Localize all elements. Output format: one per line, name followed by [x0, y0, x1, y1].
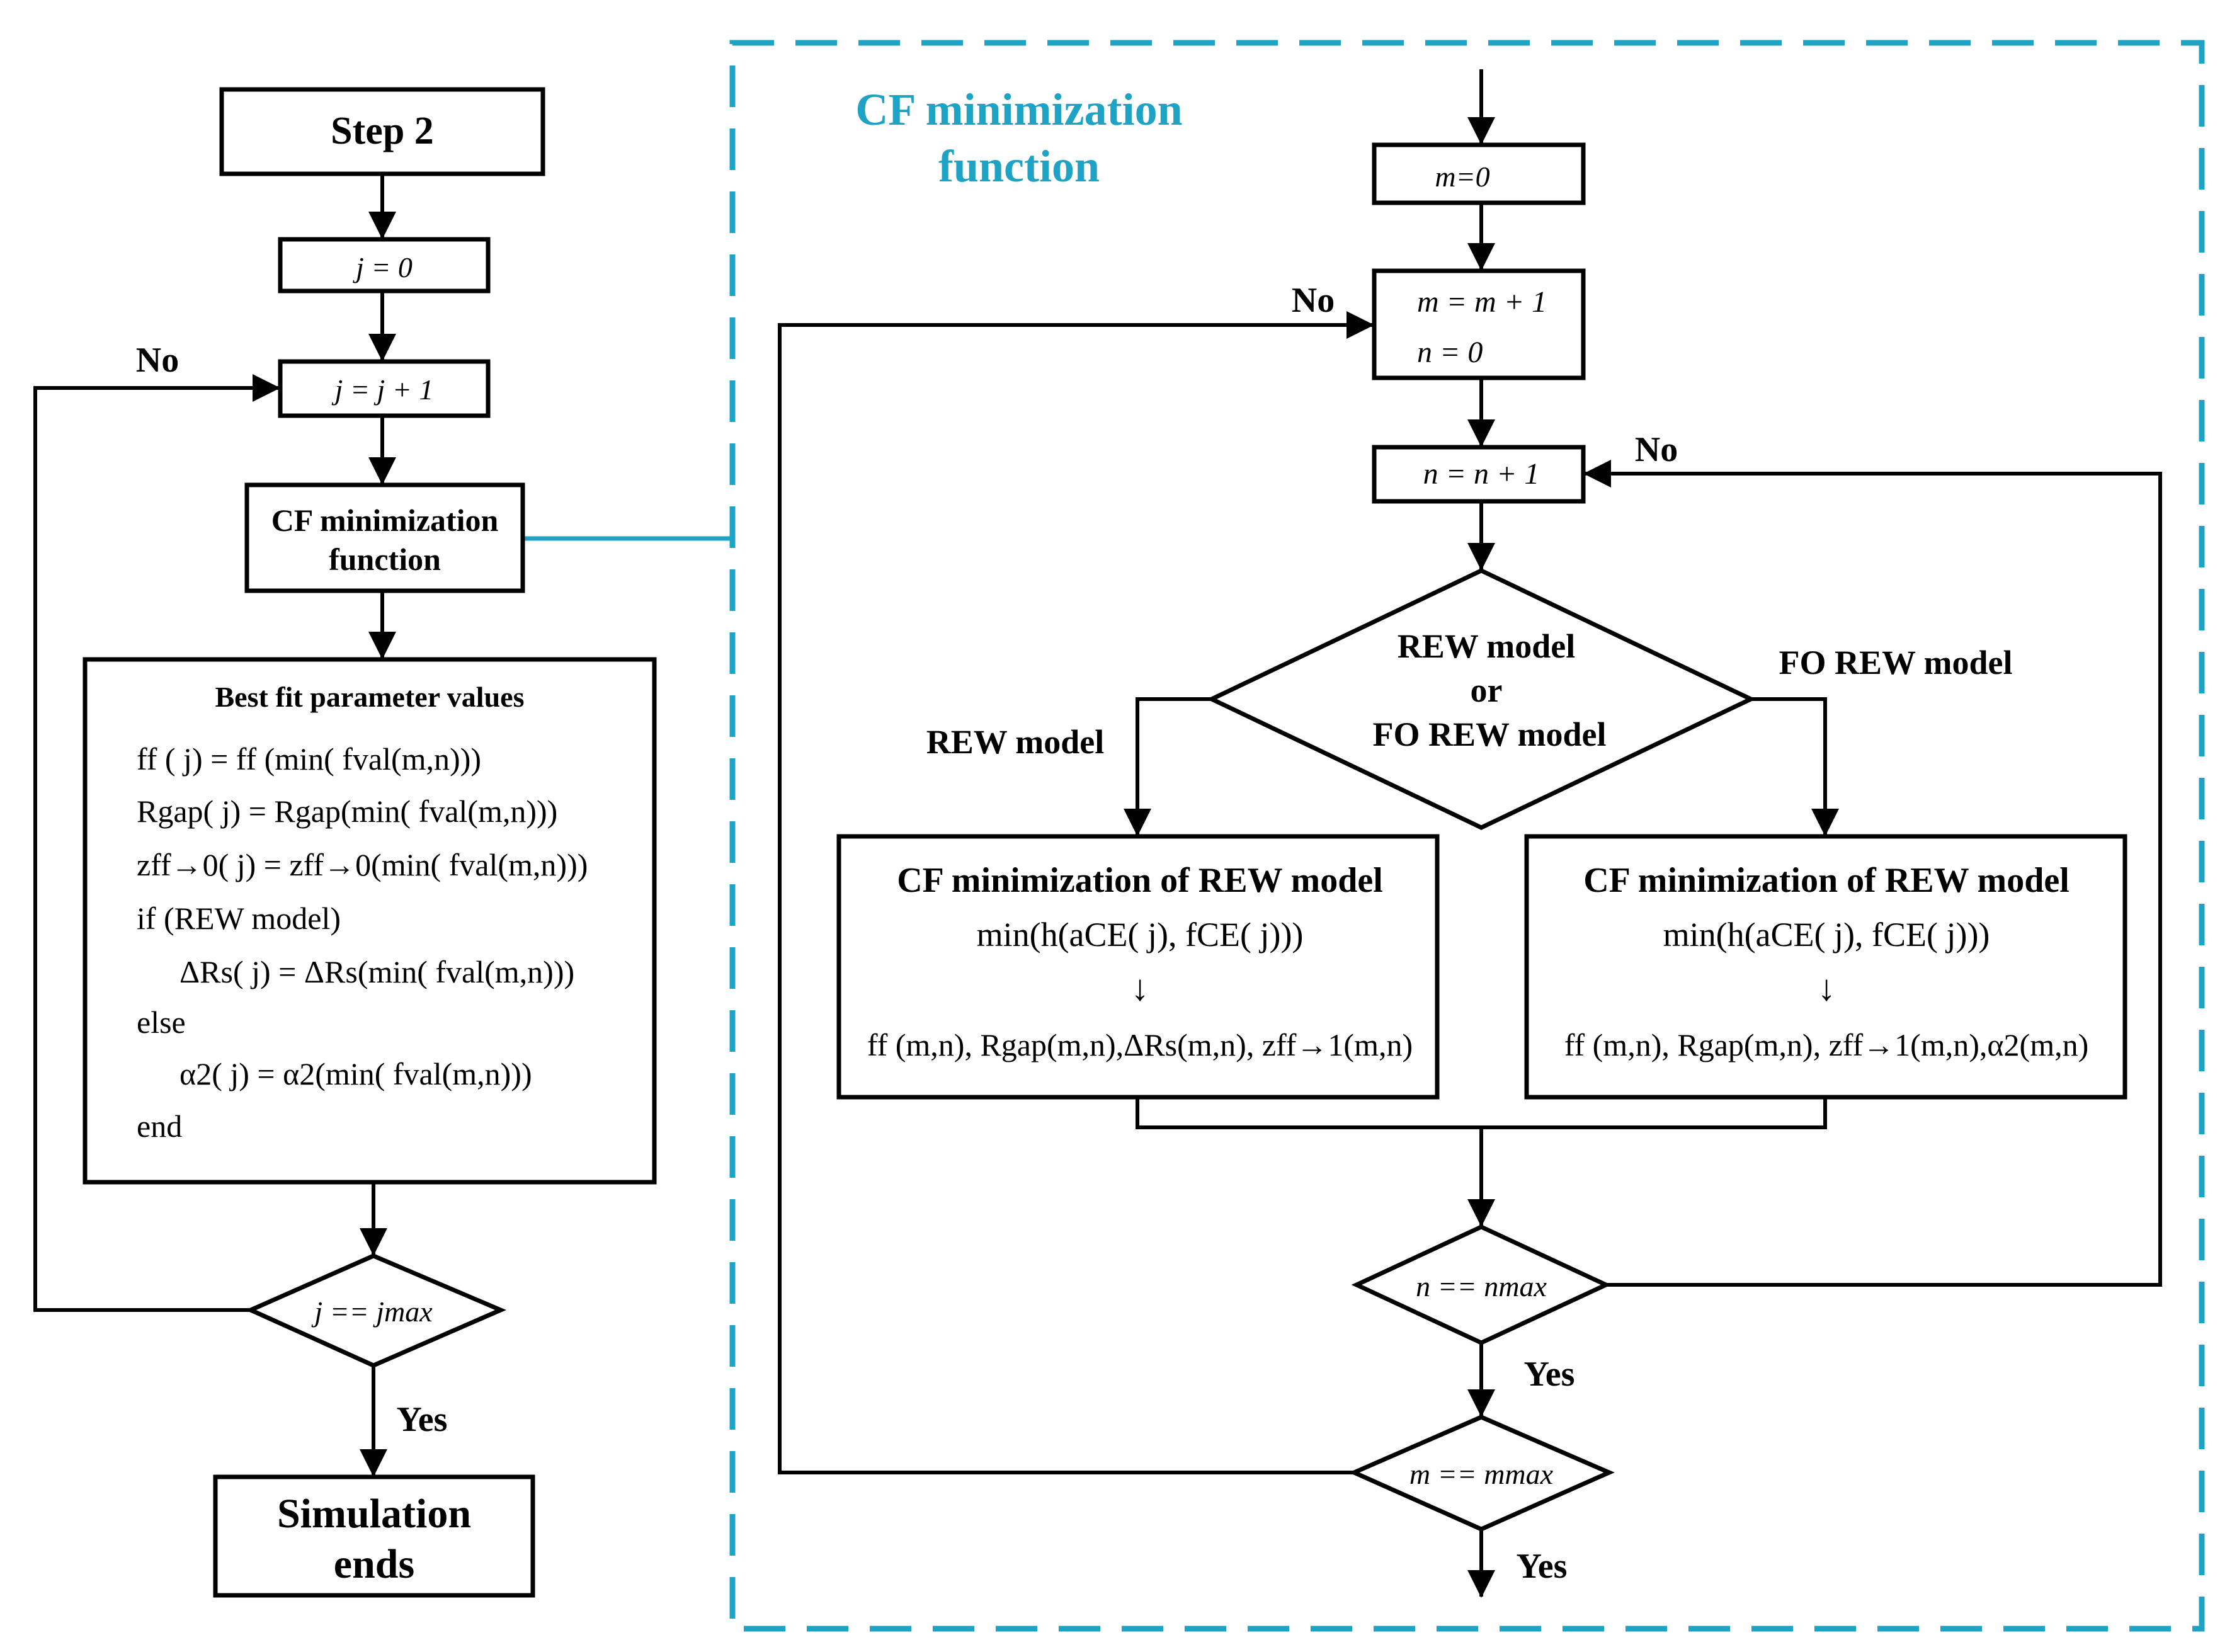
model-decision [1206, 568, 1757, 830]
cf-left-result: ff (m,n), Rgap(m,n),ΔRs(m,n), zff→1(m,n) [867, 1027, 1413, 1062]
best-fit-line-zff: zff→0( j) = zff→0(min( fval(m,n))) [137, 847, 588, 882]
m-increment-label: m = m + 1 [1417, 285, 1547, 319]
simulation-ends-line1: Simulation [277, 1491, 471, 1537]
m-increment-box [1372, 268, 1586, 380]
best-fit-line-else: else [137, 1005, 186, 1040]
step-2-box [219, 87, 545, 176]
best-fit-line-alpha: α2( j) = α2(min( fval(m,n))) [179, 1056, 532, 1091]
simulation-ends-line2: ends [334, 1541, 414, 1587]
cf-function-box[interactable] [244, 482, 525, 593]
best-fit-line-end: end [137, 1108, 182, 1144]
cf-rew-box-right [1524, 834, 2127, 1100]
m-init-box [1372, 142, 1586, 205]
j-max-label: j == jmax [311, 1296, 433, 1328]
merge-line [1136, 1097, 1827, 1129]
best-fit-line-rgap: Rgap( j) = Rgap(min( fval(m,n))) [137, 794, 557, 829]
cf-right-min: min(h(aCE( j), fCE( j))) [1663, 916, 1990, 954]
best-fit-box [83, 657, 657, 1185]
cf-left-min: min(h(aCE( j), fCE( j))) [977, 916, 1304, 954]
cf-function-label-2: function [329, 542, 441, 577]
cf-right-title: CF minimization of REW model [1583, 861, 2070, 900]
loop-j-line [33, 374, 280, 1312]
n-increment-label: n = n + 1 [1423, 457, 1540, 491]
cf-function-label-1: CF minimization [271, 503, 499, 538]
loop-n-line [1583, 460, 2162, 1287]
best-fit-line-ff: ff ( j) = ff (min( fval(m,n))) [137, 741, 481, 777]
cf-rew-box-left [836, 834, 1440, 1100]
best-fit-title: Best fit parameter values [215, 681, 525, 713]
yes-label-n: Yes [1524, 1355, 1575, 1394]
branch-right-label: FO REW model [1779, 644, 2012, 681]
j-increment-label: j = j + 1 [332, 373, 434, 406]
n-increment-box [1372, 445, 1586, 504]
m-max-label: m == mmax [1409, 1458, 1554, 1490]
loop-m-line [778, 311, 1374, 1474]
best-fit-line-drs: ΔRs( j) = ΔRs(min( fval(m,n))) [179, 954, 574, 989]
model-decision-line3: FO REW model [1372, 715, 1606, 753]
panel-title-line2: function [938, 141, 1100, 191]
model-decision-line2: or [1471, 671, 1503, 709]
panel-title-line1: CF minimization [855, 84, 1182, 135]
cf-left-title: CF minimization of REW model [897, 861, 1383, 900]
m-init-label: m=0 [1435, 161, 1489, 193]
branch-right-line [1751, 697, 1839, 836]
n-max-label: n == nmax [1416, 1270, 1547, 1302]
branch-left-line [1124, 697, 1212, 836]
no-label-m: No [1292, 281, 1335, 320]
best-fit-line-if: if (REW model) [137, 901, 341, 936]
n-reset-label: n = 0 [1417, 336, 1483, 369]
cf-function-panel [729, 40, 2205, 1632]
model-decision-line1: REW model [1398, 627, 1576, 665]
cf-left-arrow: ↓ [1131, 967, 1149, 1008]
step-2-label: Step 2 [331, 110, 434, 152]
cf-right-arrow: ↓ [1818, 967, 1836, 1008]
simulation-ends-box [213, 1474, 535, 1598]
cf-right-result: ff (m,n), Rgap(m,n), zff→1(m,n),α2(m,n) [1564, 1027, 2089, 1062]
no-label-n: No [1635, 430, 1678, 469]
j-init-label: j = 0 [353, 251, 413, 283]
yes-label-j: Yes [397, 1400, 448, 1439]
no-label-j: No [136, 341, 179, 380]
yes-label-m: Yes [1517, 1547, 1568, 1586]
branch-left-label: REW model [926, 723, 1105, 761]
